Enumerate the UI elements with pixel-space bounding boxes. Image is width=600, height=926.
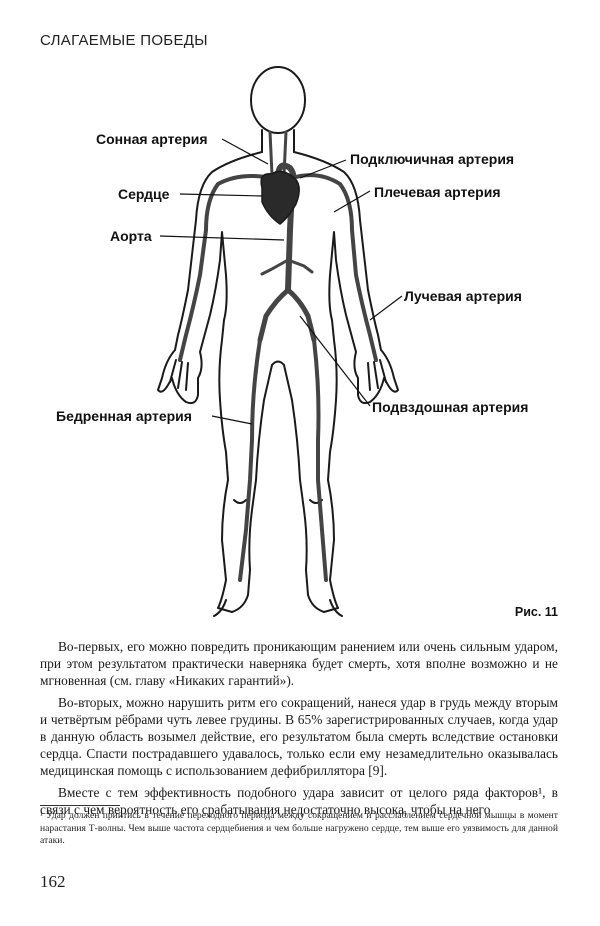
paragraph: Во-вторых, можно нарушить ритм его сокра… — [40, 694, 558, 779]
label-carotid-artery: Сонная артерия — [96, 131, 208, 147]
label-subclavian-artery: Подключичная артерия — [350, 151, 515, 167]
body-outline — [157, 66, 399, 617]
paragraph: Во-первых, его можно повредить проникающ… — [40, 639, 558, 689]
footnote-divider — [40, 805, 120, 806]
label-heart: Сердце — [118, 186, 170, 202]
label-aorta: Аорта — [110, 228, 152, 244]
leader-lines — [159, 138, 403, 425]
label-femoral-artery: Бедренная артерия — [56, 408, 192, 424]
figure-caption: Рис. 11 — [514, 605, 558, 619]
body-arteries-illustration — [157, 66, 403, 617]
page-number: 162 — [40, 872, 66, 891]
label-brachial-artery: Плечевая артерия — [374, 184, 501, 200]
anatomy-figure: Сонная артерия Подключичная артерия Серд… — [0, 60, 600, 630]
running-head: СЛАГАЕМЫЕ ПОБЕДЫ — [40, 32, 208, 49]
body-text: Во-первых, его можно повредить проникающ… — [40, 638, 558, 822]
paragraph: Вместе с тем эффективность подобного уда… — [40, 784, 558, 817]
label-iliac-artery: Подвздошная артерия — [372, 399, 529, 415]
heart-shape — [260, 170, 300, 225]
label-radial-artery: Лучевая артерия — [404, 288, 522, 304]
arteries — [178, 130, 378, 582]
footnote: ¹ Удар должен прийтись в течение переход… — [40, 810, 558, 847]
